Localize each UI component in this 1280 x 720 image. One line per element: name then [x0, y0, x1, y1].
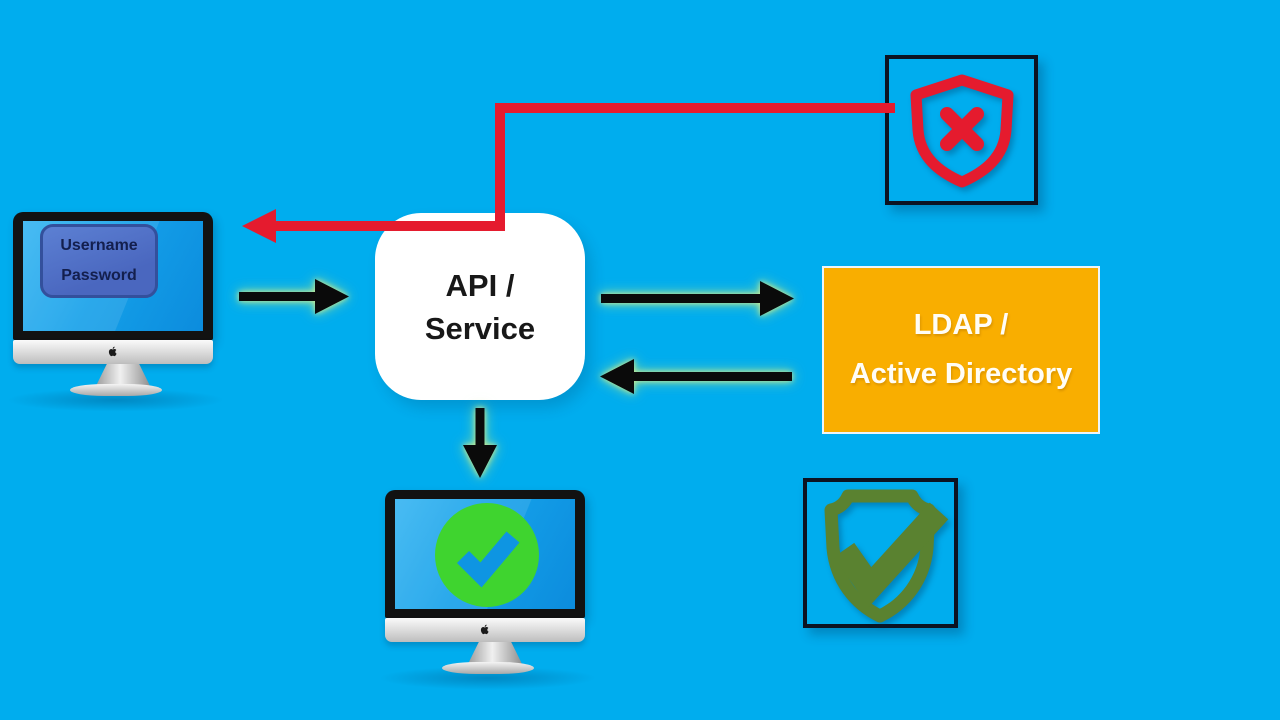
api-label-line2: Service — [424, 310, 536, 346]
red-arrowhead — [242, 209, 276, 243]
apple-logo-icon — [108, 346, 117, 357]
ldap-active-directory-box: LDAP / Active Directory — [822, 266, 1100, 434]
arrow-ldap-to-api — [600, 359, 792, 394]
monitor-stand — [468, 642, 522, 664]
apple-logo-icon — [480, 624, 489, 635]
shield-check-icon — [824, 489, 949, 623]
credentials-panel: Username Password — [40, 224, 158, 298]
auth-success-box — [803, 478, 958, 628]
arrow-api-to-success — [463, 408, 497, 478]
red-failure-path — [242, 103, 895, 243]
login-monitor: Username Password — [3, 205, 228, 415]
username-label: Username — [60, 237, 138, 254]
arrow-api-to-ldap — [601, 281, 794, 316]
monitor-base — [70, 384, 162, 396]
ldap-label-line2: Active Directory — [849, 358, 1073, 390]
success-monitor — [375, 483, 600, 693]
monitor-chin — [13, 340, 213, 364]
api-service-box: API / Service — [375, 213, 585, 400]
password-label: Password — [61, 267, 137, 284]
monitor-base — [442, 662, 534, 674]
auth-failed-box — [885, 55, 1038, 205]
monitor-chin — [385, 618, 585, 642]
ldap-label-line1: LDAP / — [913, 309, 1009, 341]
api-label-line1: API / — [445, 267, 515, 303]
arrow-login-to-api — [239, 279, 349, 314]
shield-x-icon — [910, 74, 1014, 188]
check-circle-icon — [435, 503, 539, 607]
monitor-stand — [96, 364, 150, 386]
